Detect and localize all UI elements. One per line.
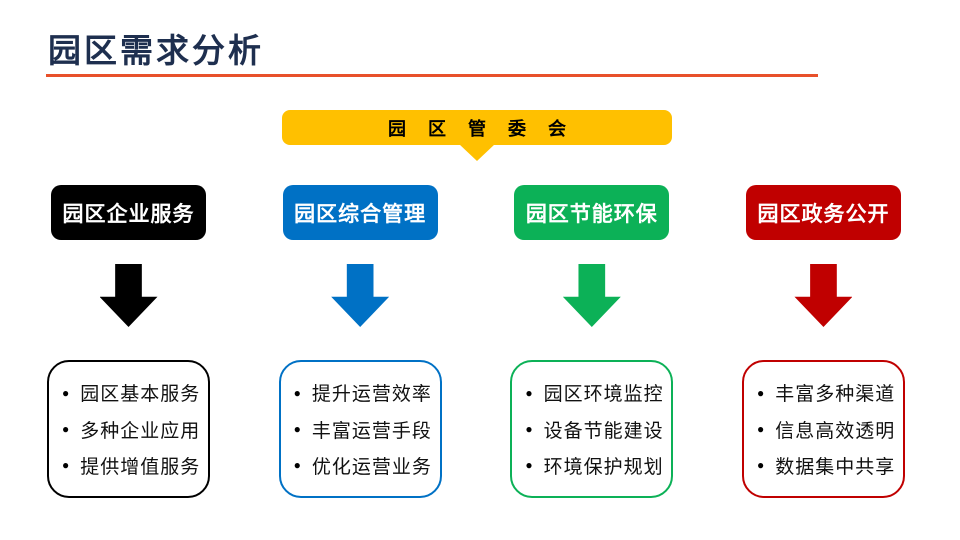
list-item: ● 园区基本服务 — [62, 379, 204, 406]
detail-list-box: ● 提升运营效率 ● 丰富运营手段 ● 优化运营业务 — [278, 360, 442, 498]
list-item: ● 多种企业应用 — [62, 416, 204, 443]
list-item: ● 提升运营效率 — [294, 379, 436, 406]
list-item: ● 优化运营业务 — [294, 452, 436, 479]
column-energy-environment: 园区节能环保 ● 园区环境监控 ● 设备节能建设 ● 环境保护规划 — [510, 185, 674, 498]
list-item: ● 数据集中共享 — [757, 452, 899, 479]
detail-list-box: ● 园区环境监控 ● 设备节能建设 ● 环境保护规划 — [510, 360, 674, 498]
page-title: 园区需求分析 — [48, 32, 264, 69]
detail-list-box: ● 丰富多种渠道 ● 信息高效透明 ● 数据集中共享 — [741, 360, 905, 498]
banner-pointer-triangle-icon — [459, 144, 495, 161]
category-columns: 园区企业服务 ● 园区基本服务 ● 多种企业应用 ● 提供增值服务 园区综合管理 — [47, 185, 905, 498]
list-item-label: 数据集中共享 — [775, 456, 896, 478]
bullet-icon: ● — [293, 422, 301, 436]
list-item-label: 优化运营业务 — [311, 456, 432, 478]
list-item: ● 园区环境监控 — [525, 379, 667, 406]
bullet-icon: ● — [756, 385, 765, 400]
bullet-icon: ● — [525, 422, 533, 436]
column-comprehensive-management: 园区综合管理 ● 提升运营效率 ● 丰富运营手段 ● 优化运营业务 — [278, 185, 442, 498]
list-item-label: 信息高效透明 — [775, 420, 896, 442]
park-committee-banner: 园区管委会 — [282, 110, 672, 145]
list-item-label: 多种企业应用 — [80, 420, 201, 442]
column-enterprise-services: 园区企业服务 ● 园区基本服务 ● 多种企业应用 ● 提供增值服务 — [47, 185, 210, 498]
category-header: 园区综合管理 — [282, 185, 438, 240]
list-item: ● 设备节能建设 — [525, 416, 667, 443]
title-underline — [46, 74, 818, 77]
list-item: ● 提供增值服务 — [62, 452, 204, 479]
bullet-icon: ● — [756, 422, 765, 436]
list-item: ● 信息高效透明 — [757, 416, 899, 443]
list-item-label: 环境保护规划 — [543, 456, 664, 478]
banner-label: 园区管委会 — [388, 118, 588, 139]
bullet-icon: ● — [293, 385, 301, 400]
list-item-label: 设备节能建设 — [543, 420, 664, 442]
list-item: ● 丰富多种渠道 — [757, 379, 899, 406]
down-arrow-icon — [562, 264, 621, 327]
list-item-label: 园区环境监控 — [543, 384, 664, 406]
bullet-icon: ● — [62, 422, 70, 436]
category-header: 园区节能环保 — [514, 185, 670, 240]
down-arrow-icon — [331, 264, 390, 327]
bullet-icon: ● — [293, 458, 301, 473]
list-item-label: 园区基本服务 — [80, 384, 201, 406]
detail-list-box: ● 园区基本服务 ● 多种企业应用 ● 提供增值服务 — [47, 360, 210, 498]
down-arrow-icon — [99, 264, 158, 327]
list-item-label: 提供增值服务 — [80, 456, 201, 478]
bullet-icon: ● — [525, 458, 533, 473]
list-item-label: 提升运营效率 — [311, 384, 432, 406]
list-item-label: 丰富运营手段 — [311, 420, 432, 442]
list-item-label: 丰富多种渠道 — [775, 384, 896, 406]
category-header: 园区政务公开 — [745, 185, 901, 240]
bullet-icon: ● — [62, 458, 70, 473]
bullet-icon: ● — [525, 385, 533, 400]
bullet-icon: ● — [62, 385, 70, 400]
list-item: ● 丰富运营手段 — [294, 416, 436, 443]
column-government-disclosure: 园区政务公开 ● 丰富多种渠道 ● 信息高效透明 ● 数据集中共享 — [741, 185, 905, 498]
category-header: 园区企业服务 — [51, 185, 206, 240]
bullet-icon: ● — [756, 458, 765, 473]
list-item: ● 环境保护规划 — [525, 452, 667, 479]
down-arrow-icon — [794, 264, 853, 327]
